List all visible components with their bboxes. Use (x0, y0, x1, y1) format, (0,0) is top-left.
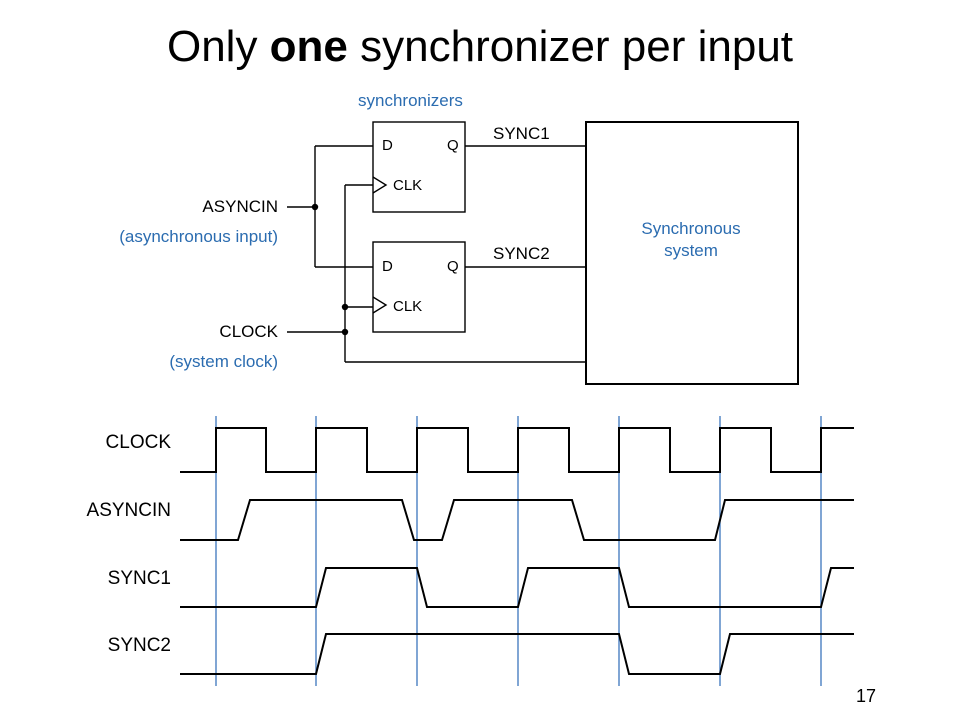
sync2-output-label: SYNC2 (493, 244, 550, 263)
timing-waveforms (180, 427, 854, 675)
flip-flop-1 (372, 121, 466, 213)
ff1-q-label: Q (447, 137, 459, 154)
title-pre: Only (166, 22, 270, 71)
ff2-d-label: D (382, 258, 393, 275)
system-label-line1: Synchronous (641, 219, 740, 238)
sync1-timing-label: SYNC1 (108, 568, 171, 589)
sync1-output-label: SYNC1 (493, 124, 550, 143)
ff1-clock-triangle (372, 176, 388, 194)
asyncin-input-label: ASYNCIN (202, 197, 278, 216)
clock-timing-label: CLOCK (106, 432, 172, 453)
title-post: synchronizer per input (347, 22, 794, 71)
clock-junction-1 (341, 303, 349, 311)
ff2-clk-label: CLK (393, 298, 422, 315)
ff2-q-label: Q (447, 258, 459, 275)
title-emphasis: one (269, 22, 348, 71)
clock-junction-2 (341, 328, 349, 336)
junction-dots (311, 203, 349, 336)
ff1-d-label: D (382, 137, 393, 154)
sync2-waveform (180, 633, 854, 675)
system-label-line2: system (664, 241, 718, 260)
clock-description: (system clock) (169, 352, 278, 371)
ff1-clk-label: CLK (393, 177, 422, 194)
flip-flop-2 (372, 241, 466, 333)
asyncin-description: (asynchronous input) (119, 227, 278, 246)
clock-waveform (180, 427, 854, 473)
clock-input-label: CLOCK (219, 322, 278, 341)
sync2-timing-label: SYNC2 (108, 635, 171, 656)
slide-title: Only one synchronizer per input (0, 22, 960, 72)
schematic (287, 121, 799, 385)
sync1-waveform (180, 567, 854, 608)
synchronous-system-box (585, 121, 799, 385)
ff2-clock-triangle (372, 296, 388, 314)
asyncin-timing-label: ASYNCIN (87, 500, 171, 521)
asyncin-waveform (180, 499, 854, 541)
asyncin-junction (311, 203, 319, 211)
page-number: 17 (855, 686, 876, 706)
synchronizers-label: synchronizers (358, 91, 463, 110)
